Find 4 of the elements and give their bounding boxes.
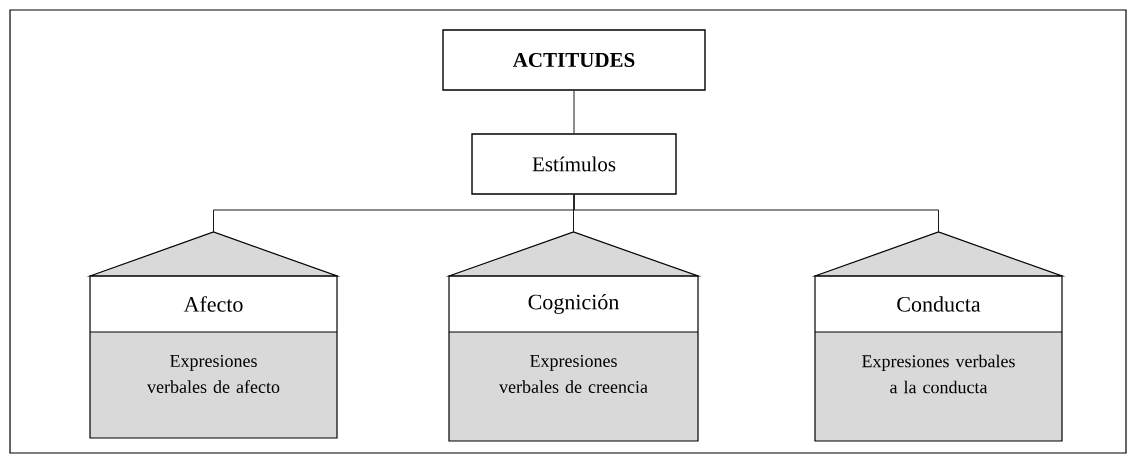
text-box: ACTITUDES — [442, 29, 706, 91]
connector-line — [573, 90, 575, 134]
text-box: Estímulos — [471, 133, 677, 195]
connector-line — [573, 194, 939, 233]
